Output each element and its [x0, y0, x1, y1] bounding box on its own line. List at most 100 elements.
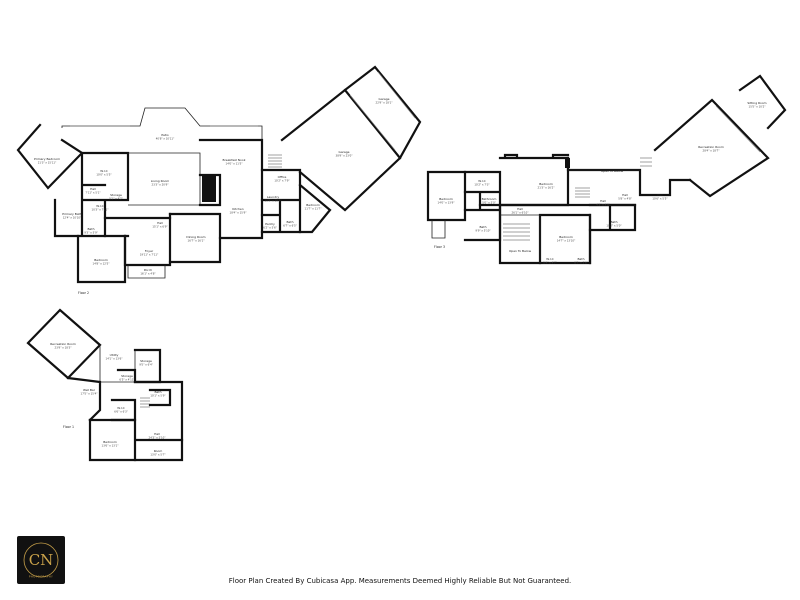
- kitchen-walls: [198, 138, 264, 240]
- stairs-floor2: [268, 154, 282, 168]
- room-dim-f1_room: 13'0" x 5'7": [150, 452, 165, 456]
- room-name-f2_office: Office: [278, 175, 287, 179]
- room-name-f2_wic1: W.I.C: [100, 169, 108, 173]
- room-dim-f2_storage1: 5'1" x 4'2": [109, 196, 123, 200]
- room-dim-f3_wic: 10'2" x 7'3": [474, 182, 489, 186]
- porch-outline: [127, 265, 166, 279]
- room-dim-f3_hall4: 10'6" x 5'5": [652, 196, 667, 200]
- floor1-wet-bar-walls: [66, 376, 102, 422]
- footer-disclaimer: Floor Plan Created By Cubicasa App. Meas…: [228, 577, 572, 585]
- room-dim-f3_bedroom2: 21'3" x 16'2": [538, 185, 555, 189]
- room-name-f3_bathroom: Bathroom: [482, 197, 497, 201]
- room-dim-f2_dining_room: 16'7" x 16'1": [188, 238, 205, 242]
- room-dim-f3_bath2: 10'2" x 5'0": [606, 223, 621, 227]
- floor3-west-bedroom-walls: [426, 170, 467, 222]
- room-dim-f2_wic2: 10'3" x 7'11": [92, 207, 109, 211]
- stair-core: [202, 176, 216, 202]
- room-dim-f3_bedroom1: 14'0" x 13'9": [438, 200, 455, 204]
- stairs-floor3: [503, 157, 652, 241]
- logo-ring: [23, 542, 59, 578]
- utility-cluster-walls: [260, 168, 302, 234]
- room-name-f3_bedroom1: Bedroom: [439, 197, 453, 201]
- floor3-open-below-1: [500, 214, 541, 263]
- room-dim-f1_hall: 24'3" x 5'10": [149, 435, 166, 439]
- room-dim-f2_wic1: 10'0" x 5'5": [96, 172, 111, 176]
- room-name-f3_bedroom2: Bedroom: [539, 182, 553, 186]
- room-dim-f2_bedroom2: 11'7" x 11'7": [305, 206, 322, 210]
- room-dim-f3_bedroom3: 14'7" x 13'10": [557, 238, 576, 242]
- room-dim-f1_bedroom: 13'6" x 13'1": [102, 443, 119, 447]
- room-dim-f1_storage1: 9'5" x 6'4": [139, 362, 153, 366]
- room-name-f2_garage2: Garage: [379, 97, 390, 101]
- room-name-f1_bedroom: Bedroom: [103, 440, 117, 444]
- foyer-walls: [123, 212, 172, 267]
- room-name-f2_bedroom1: Bedroom: [94, 258, 108, 262]
- primary-bedroom-walls: [16, 123, 84, 190]
- room-name-f1_room: Room: [154, 449, 163, 453]
- room-dim-f2_bedroom1: 14'8" x 12'5": [93, 261, 110, 265]
- room-dim-f2_kitchen: 18'4" x 15'9": [230, 210, 247, 214]
- room-dim-f2_primary_bath: 12'4" x 10'10": [63, 215, 82, 219]
- room-name-f3_hall3: Hall: [622, 193, 628, 197]
- room-name-f2_bedroom2: Bedroom: [306, 203, 320, 207]
- room-dim-f1_recreation_room: 23'9" x 18'3": [55, 345, 72, 349]
- west-wing-walls: [53, 151, 130, 238]
- east-bedroom-walls: [298, 183, 332, 234]
- room-dim-f2_patio: 40'8" x 10'11": [156, 136, 175, 140]
- floor-3-plan: [426, 74, 787, 265]
- room-dim-f2_breakfast_nook: 14'0" x 11'5": [226, 161, 243, 165]
- room-name-f2_primary_bedroom: Primary Bedroom: [34, 157, 60, 161]
- room-dim-f2_laundry: 10'9" x 10'1": [265, 198, 282, 202]
- room-name-f3_open_to_below1: Open To Below: [509, 249, 532, 253]
- logo-mark: CN PHOTOGRAPHY: [23, 542, 59, 579]
- floor-1-label: Floor 1: [63, 425, 74, 429]
- room-dim-f2_living_room: 23'3" x 20'9": [152, 182, 169, 186]
- room-name-f1_wic: W.I.C: [117, 406, 125, 410]
- room-dim-f3_hall2: 4'3" x 4'0": [596, 202, 610, 206]
- room-dim-f2_primary_bedroom: 21'3" x 15'11": [38, 160, 57, 164]
- room-dim-f2_bath1: 9'3" x 5'9": [84, 230, 98, 234]
- floor3-sitting-room-walls: [738, 74, 787, 130]
- floor3-left-notch: [431, 220, 446, 239]
- room-name-f2_breakfast_nook: Breakfast Nook: [223, 158, 246, 162]
- room-name-f2_primary_bath: Primary Bath: [62, 212, 82, 216]
- room-name-f3_bath1: Bath: [480, 225, 487, 229]
- room-dim-f2_office: 10'2" x 7'9": [274, 178, 289, 182]
- room-name-f3_bath3: Bath: [578, 257, 585, 261]
- room-name-f2_laundry: Laundry: [267, 195, 279, 199]
- floor-3-label: Floor 3: [434, 245, 445, 249]
- room-name-f1_storage2: Storage: [121, 374, 133, 378]
- logo-letters: CN: [29, 551, 54, 569]
- room-dim-f3_hall3: 5'8" x 4'8": [618, 196, 632, 200]
- room-name-f2_hall1: Hall: [90, 187, 96, 191]
- garage2-walls: [343, 65, 422, 160]
- room-name-f2_pantry: Pantry: [265, 222, 275, 226]
- floor3-column: [565, 158, 570, 168]
- room-name-f2_patio: Patio: [161, 133, 169, 137]
- room-dim-f1_utility: 14'1" x 13'6": [106, 356, 123, 360]
- room-name-f1_storage1: Storage: [140, 359, 152, 363]
- room-name-f3_wic: W.I.C: [478, 179, 486, 183]
- room-name-f3_wic2: W.I.C: [546, 257, 554, 261]
- room-name-f2_wic2: W.I.C: [96, 204, 104, 208]
- room-name-f2_dining_room: Dining Room: [186, 235, 205, 239]
- room-name-f2_garage1: Garage: [339, 150, 350, 154]
- room-dim-f1_wic: 6'6" x 6'3": [114, 409, 128, 413]
- room-dim-f2_porch: 16'1" x 4'8": [140, 271, 155, 275]
- floor1-bedroom-hall-walls: [88, 418, 184, 462]
- room-name-f2_porch: Porch: [144, 268, 152, 272]
- room-dim-f2_hall1: 7'11" x 5'1": [85, 190, 100, 194]
- room-name-f2_hall2: Hall: [157, 221, 163, 225]
- floor-2-label: Floor 2: [78, 291, 89, 295]
- room-name-f2_living_room: Living Room: [151, 179, 169, 183]
- room-dim-f2_garage2: 22'9" x 18'1": [376, 100, 393, 104]
- room-dim-f1_storage2: 6'5" x 4'11": [119, 377, 134, 381]
- room-dim-f2_foyer: 19'11" x 7'11": [140, 252, 159, 256]
- room-dim-f3_recreation_room: 28'4" x 18'7": [703, 148, 720, 152]
- floor3-hall-walls: [478, 203, 637, 265]
- room-dim-f3_sitting_room: 15'5" x 10'2": [749, 104, 766, 108]
- room-name-f1_hall: Hall: [154, 432, 160, 436]
- window-marks-floor3: [715, 105, 761, 153]
- room-dim-f3_bath1: 9'9" x 5'10": [475, 228, 490, 232]
